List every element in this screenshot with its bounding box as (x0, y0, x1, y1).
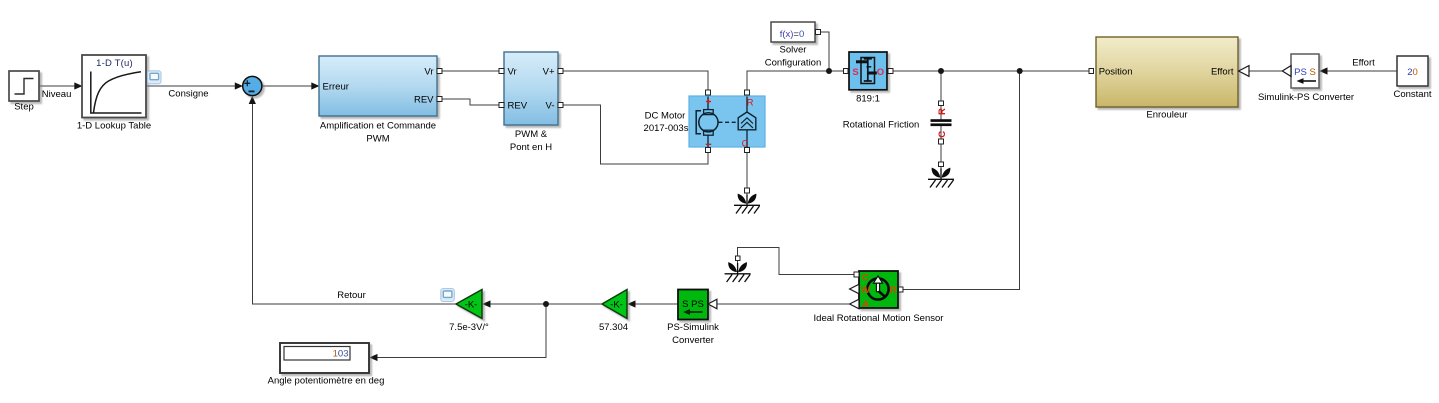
svg-text:Constant: Constant (1393, 89, 1431, 100)
svg-text:V+: V+ (543, 67, 555, 78)
svg-text:A: A (862, 299, 869, 310)
svg-text:PWM: PWM (366, 134, 389, 145)
svg-text:Solver: Solver (780, 45, 807, 56)
svg-text:REV: REV (414, 95, 434, 106)
svg-text:PS S: PS S (1294, 67, 1316, 78)
svg-text:Enrouleur: Enrouleur (1146, 110, 1187, 121)
svg-text:Vr: Vr (508, 67, 517, 78)
svg-text:Converter: Converter (672, 335, 714, 346)
svg-text:C: C (742, 138, 749, 149)
svg-text:Ideal Rotational Motion Sensor: Ideal Rotational Motion Sensor (814, 313, 944, 324)
svg-text:1-D T(u): 1-D T(u) (96, 58, 133, 69)
svg-text:R: R (937, 108, 948, 115)
svg-text:819:1: 819:1 (856, 94, 880, 105)
svg-text:7.5e-3V/°: 7.5e-3V/° (449, 322, 489, 333)
svg-text:Retour: Retour (337, 290, 366, 301)
svg-text:PWM &: PWM & (515, 129, 548, 140)
svg-text:1-D Lookup Table: 1-D Lookup Table (77, 121, 151, 132)
svg-text:2017-003s: 2017-003s (644, 123, 689, 134)
svg-text:R: R (747, 98, 754, 109)
svg-text:Effort: Effort (1352, 58, 1375, 69)
svg-text:Niveau: Niveau (42, 89, 72, 100)
svg-text:S PS: S PS (682, 299, 704, 310)
svg-text:Amplification et Commande: Amplification et Commande (320, 121, 436, 132)
svg-text:Erreur: Erreur (323, 82, 349, 93)
svg-text:V-: V- (546, 101, 555, 112)
svg-text:Angle potentiomètre en deg: Angle potentiomètre en deg (268, 376, 385, 387)
svg-text:W: W (861, 285, 870, 296)
svg-text:R: R (890, 285, 897, 296)
svg-text:20: 20 (1407, 67, 1418, 78)
svg-text:S: S (852, 67, 858, 78)
svg-text:Effort: Effort (1211, 67, 1234, 78)
svg-text:103: 103 (333, 348, 349, 359)
svg-text:Simulink-PS Converter: Simulink-PS Converter (1258, 92, 1354, 103)
svg-text:C: C (862, 273, 869, 284)
svg-text:-K-: -K- (610, 300, 623, 311)
svg-text:Pont en H: Pont en H (510, 142, 552, 153)
svg-text:Vr: Vr (424, 67, 433, 78)
svg-text:-K-: -K- (465, 300, 478, 311)
svg-text:Consigne: Consigne (168, 89, 208, 100)
svg-text:Configuration: Configuration (765, 58, 822, 69)
svg-text:DC Motor: DC Motor (645, 110, 686, 121)
svg-text:REV: REV (508, 101, 528, 112)
svg-text:Position: Position (1099, 67, 1133, 78)
svg-text:PS-Simulink: PS-Simulink (667, 322, 719, 333)
svg-text:Rotational Friction: Rotational Friction (843, 120, 920, 131)
svg-text:C: C (937, 131, 948, 138)
svg-text:f(x)=0: f(x)=0 (780, 29, 805, 40)
svg-text:Step: Step (14, 102, 34, 113)
svg-text:57.304: 57.304 (599, 322, 628, 333)
svg-text:O: O (877, 67, 884, 78)
